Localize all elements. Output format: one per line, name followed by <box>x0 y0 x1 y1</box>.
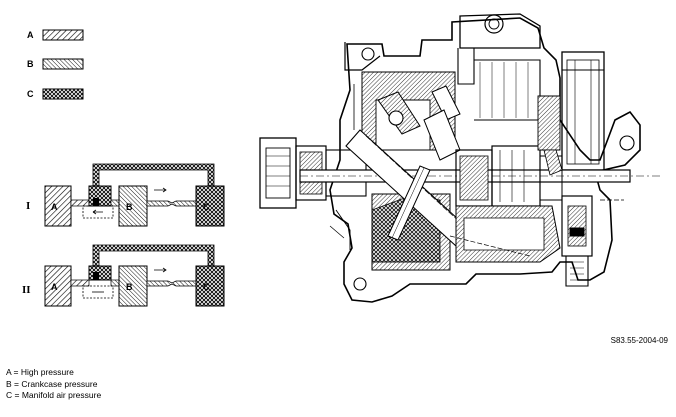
reference-code: S83.55-2004-09 <box>610 336 668 345</box>
state-label-one: I <box>26 200 30 212</box>
key-label-a: A <box>27 30 34 40</box>
schematic-state-two: II A B C <box>22 244 225 307</box>
key-label-c: C <box>27 89 34 99</box>
state-one-chamber-c: C <box>203 202 210 212</box>
state-one-chamber-a: A <box>51 202 58 212</box>
legend-item-a: A = High pressure <box>6 367 74 377</box>
legend: A = High pressure B = Crankcase pressure… <box>6 367 101 402</box>
state-two-chamber-a: A <box>51 282 58 292</box>
key-swatch-a: A <box>27 29 84 41</box>
legend-item-c: C = Manifold air pressure <box>6 390 102 400</box>
key-label-b: B <box>27 59 34 69</box>
state-two-chamber-c: C <box>203 282 210 292</box>
state-two-chamber-b: B <box>126 282 133 292</box>
legend-item-b: B = Crankcase pressure <box>6 378 98 389</box>
compressor-cross-section <box>259 13 660 303</box>
state-one-chamber-b: B <box>126 202 133 212</box>
state-label-two: II <box>22 284 31 296</box>
schematic-state-one: I A B C <box>26 163 225 227</box>
key-swatch-b: B <box>27 58 84 70</box>
key-swatch-c: C <box>27 88 84 100</box>
